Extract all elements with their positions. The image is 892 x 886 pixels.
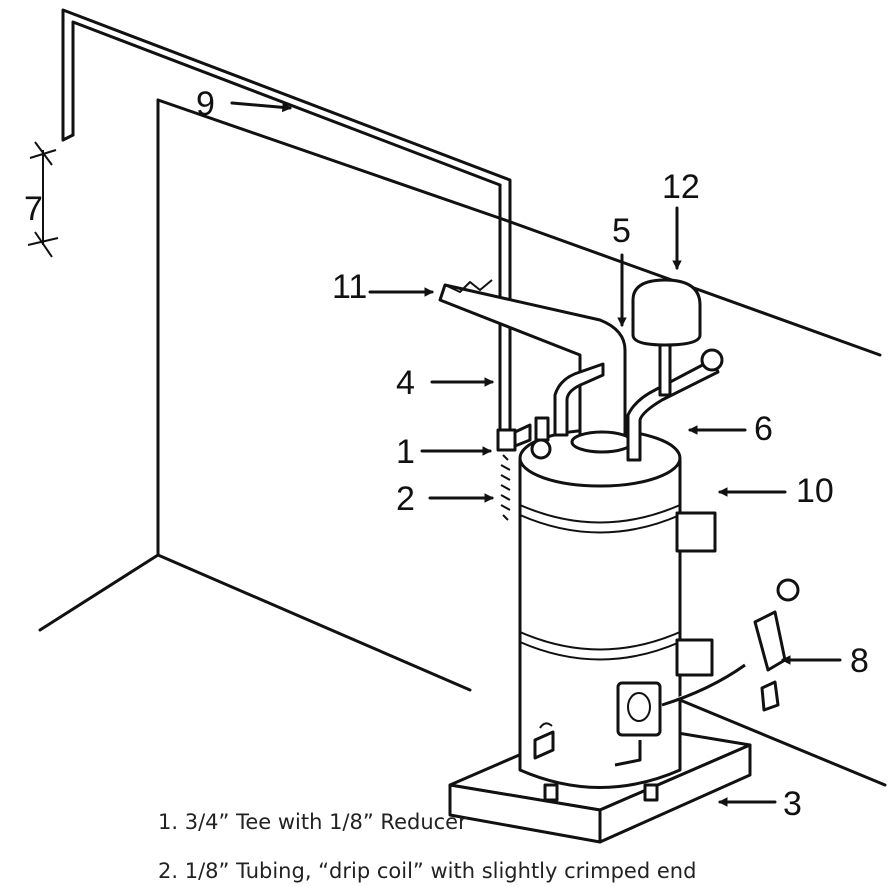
callout-12: 12 bbox=[662, 168, 700, 206]
callout-8: 8 bbox=[850, 642, 869, 680]
tee-and-drip-coil bbox=[496, 423, 532, 521]
flue-pipe bbox=[438, 279, 634, 454]
callout-arrows bbox=[230, 101, 842, 807]
callout-10: 10 bbox=[796, 472, 834, 510]
parts-legend: 1. 3/4” Tee with 1/8” Reducer 2. 1/8” Tu… bbox=[158, 810, 696, 883]
callout-7: 7 bbox=[24, 190, 43, 228]
dimension-marker-7 bbox=[27, 141, 59, 258]
callout-labels: 9 7 12 5 11 4 6 1 10 2 8 3 bbox=[24, 85, 869, 823]
arrow-9 bbox=[230, 101, 292, 113]
callout-6: 6 bbox=[754, 410, 773, 448]
callout-1: 1 bbox=[396, 433, 415, 471]
overflow-tubing bbox=[61, 8, 512, 432]
callout-2: 2 bbox=[396, 480, 415, 518]
supply-pipes bbox=[530, 343, 800, 712]
expansion-tank bbox=[631, 278, 702, 347]
legend-item-1: 1. 3/4” Tee with 1/8” Reducer bbox=[158, 810, 467, 834]
callout-4: 4 bbox=[396, 364, 415, 402]
callout-11: 11 bbox=[332, 268, 367, 306]
callout-9: 9 bbox=[196, 85, 215, 123]
callout-3: 3 bbox=[783, 785, 802, 823]
legend-item-2: 2. 1/8” Tubing, “drip coil” with slightl… bbox=[158, 859, 696, 883]
room-walls bbox=[38, 98, 887, 787]
water-heater-tank bbox=[518, 428, 746, 802]
callout-5: 5 bbox=[612, 212, 631, 250]
